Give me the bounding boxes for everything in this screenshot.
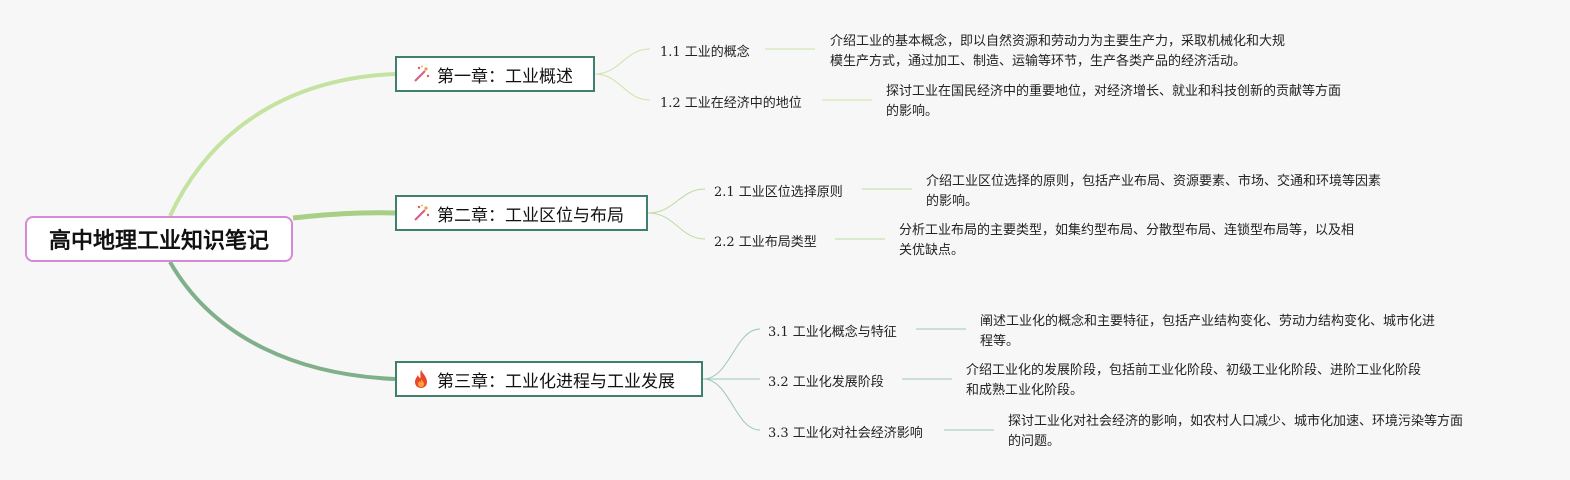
sub-branch-2-2 [647, 212, 706, 240]
section-node-2-1[interactable]: 2.1 工业区位选择原则 [714, 181, 843, 200]
chapter-node-2[interactable]: 第二章：工业区位与布局 [395, 195, 648, 231]
root-node[interactable]: 高中地理工业知识笔记 [25, 216, 293, 262]
section-label: 2.2 工业布局类型 [714, 235, 817, 250]
section-node-1-1[interactable]: 1.1 工业的概念 [660, 41, 750, 60]
desc-line: 介绍工业的基本概念，即以自然资源和劳动力为主要生产力，采取机械化和大规 [830, 34, 1286, 49]
desc-line: 程等。 [980, 334, 1020, 349]
section-desc-3-2: 介绍工业化的发展阶段，包括前工业化阶段、初级工业化阶段、进阶工业化阶段 和成熟工… [966, 361, 1421, 401]
section-label: 1.1 工业的概念 [660, 45, 750, 60]
section-desc-2-1: 介绍工业区位选择的原则，包括产业布局、资源要素、市场、交通和环境等因素 的影响。 [926, 172, 1381, 212]
section-desc-3-3: 探讨工业化对社会经济的影响，如农村人口减少、城市化加速、环境污染等方面 的问题。 [1008, 412, 1463, 452]
section-label: 3.1 工业化概念与特征 [768, 325, 897, 340]
section-node-3-2[interactable]: 3.2 工业化发展阶段 [768, 371, 884, 390]
section-label: 3.2 工业化发展阶段 [768, 375, 884, 390]
sub-branch-2-1 [647, 188, 706, 214]
chapter-label: 第一章：工业概述 [437, 66, 573, 87]
desc-line: 探讨工业化对社会经济的影响，如农村人口减少、城市化加速、环境污染等方面 [1008, 414, 1464, 429]
desc-line: 的影响。 [926, 194, 979, 209]
chapter-label: 第二章：工业区位与布局 [437, 205, 624, 226]
sub-branch-3-1 [702, 328, 761, 380]
branch-chapter-1 [168, 72, 396, 217]
branch-chapter-3 [168, 260, 396, 381]
desc-line: 介绍工业化的发展阶段，包括前工业化阶段、初级工业化阶段、进阶工业化阶段 [966, 363, 1422, 378]
section-desc-2-2: 分析工业布局的主要类型，如集约型布局、分散型布局、连锁型布局等，以及相 关优缺点… [899, 221, 1354, 261]
desc-line: 探讨工业在国民经济中的重要地位，对经济增长、就业和科技创新的贡献等方面 [886, 84, 1342, 99]
section-label: 3.3 工业化对社会经济影响 [768, 426, 923, 441]
section-desc-1-2: 探讨工业在国民经济中的重要地位，对经济增长、就业和科技创新的贡献等方面 的影响。 [886, 82, 1341, 122]
desc-line: 模生产方式，通过加工、制造、运输等环节，生产各类产品的经济活动。 [830, 54, 1247, 69]
desc-line: 关优缺点。 [899, 243, 965, 258]
desc-line: 介绍工业区位选择的原则，包括产业布局、资源要素、市场、交通和环境等因素 [926, 174, 1382, 189]
section-desc-3-1: 阐述工业化的概念和主要特征，包括产业结构变化、劳动力结构变化、城市化进 程等。 [980, 312, 1435, 352]
fire-icon [415, 370, 427, 388]
section-desc-1-1: 介绍工业的基本概念，即以自然资源和劳动力为主要生产力，采取机械化和大规 模生产方… [830, 32, 1285, 72]
sparkle-icon [414, 204, 430, 221]
sparkle-icon [414, 65, 430, 82]
desc-line: 的问题。 [1008, 434, 1061, 449]
chapter-node-3[interactable]: 第三章：工业化进程与工业发展 [395, 361, 703, 397]
desc-line: 阐述工业化的概念和主要特征，包括产业结构变化、劳动力结构变化、城市化进 [980, 314, 1436, 329]
desc-line: 的影响。 [886, 104, 939, 119]
section-label: 2.1 工业区位选择原则 [714, 185, 843, 200]
section-node-3-3[interactable]: 3.3 工业化对社会经济影响 [768, 422, 923, 441]
sub-branch-3-3 [702, 378, 761, 431]
chapter-node-1[interactable]: 第一章：工业概述 [395, 56, 595, 92]
desc-line: 和成熟工业化阶段。 [966, 383, 1084, 398]
section-node-2-2[interactable]: 2.2 工业布局类型 [714, 231, 817, 250]
chapter-label: 第三章：工业化进程与工业发展 [437, 371, 675, 392]
section-node-1-2[interactable]: 1.2 工业在经济中的地位 [660, 92, 802, 111]
desc-line: 分析工业布局的主要类型，如集约型布局、分散型布局、连锁型布局等，以及相 [899, 223, 1355, 238]
sub-branch-1-1 [594, 48, 651, 75]
branch-chapter-2 [292, 210, 396, 221]
root-title: 高中地理工业知识笔记 [48, 229, 269, 254]
section-label: 1.2 工业在经济中的地位 [660, 96, 802, 111]
sub-branch-1-2 [594, 73, 651, 101]
section-node-3-1[interactable]: 3.1 工业化概念与特征 [768, 321, 897, 340]
